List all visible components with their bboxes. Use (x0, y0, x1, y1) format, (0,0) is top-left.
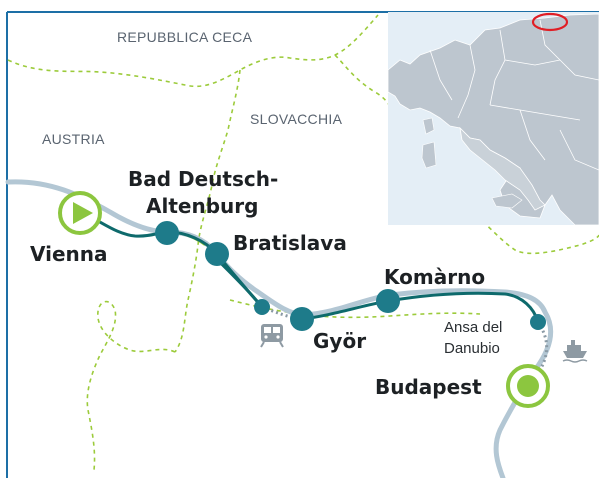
stop-bratislava (205, 242, 229, 266)
stop-bad-deutsch-altenburg (155, 221, 179, 245)
label-slovakia: SLOVACCHIA (250, 111, 343, 127)
label-bad-deutsch-line1: Bad Deutsch- (128, 167, 278, 191)
train-icon (260, 324, 284, 348)
label-vienna: Vienna (30, 242, 108, 266)
ship-icon (562, 340, 588, 363)
inset-sardinia (421, 141, 437, 169)
route-train-segment (261, 305, 303, 321)
inset-corsica (422, 117, 435, 135)
label-austria: AUSTRIA (42, 131, 105, 147)
route-gyor-ansa (300, 291, 540, 324)
label-bad-deutsch-line2: Altenburg (146, 194, 258, 218)
inset-mainland (387, 13, 599, 226)
label-komarno: Komàrno (384, 265, 485, 289)
label-gyor: Györ (313, 329, 366, 353)
inset-highlight-circle (531, 12, 569, 32)
label-czech-republic: REPUBBLICA CECA (117, 29, 253, 45)
border-austria-slovakia (174, 69, 241, 353)
border-czech (7, 14, 379, 88)
stop-train (254, 299, 270, 315)
stop-komarno (376, 289, 400, 313)
label-ansa-line2: Danubio (444, 340, 500, 357)
play-icon (58, 191, 102, 235)
label-budapest: Budapest (375, 375, 482, 399)
label-ansa-line1: Ansa del (444, 319, 502, 336)
stop-ansa-del-danubio (530, 314, 546, 330)
end-point-icon (506, 364, 550, 408)
inset-italy (459, 126, 546, 211)
inset-sicily (491, 193, 523, 209)
stop-gyor (290, 307, 314, 331)
label-bratislava: Bratislava (233, 231, 347, 255)
europe-inset-map (387, 12, 599, 226)
stops (155, 221, 546, 331)
inset-borders (429, 19, 599, 171)
